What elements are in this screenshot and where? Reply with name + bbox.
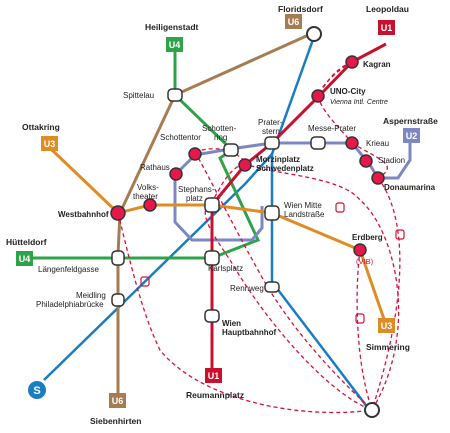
- label-morzin-1: Morzinplatz: [256, 155, 300, 164]
- stop-rathaus[interactable]: [169, 167, 183, 181]
- station-meidling[interactable]: [111, 293, 125, 307]
- u2-line-east: [378, 143, 412, 180]
- stop-kagran[interactable]: [345, 55, 359, 69]
- station-karlsplatz[interactable]: [204, 250, 220, 266]
- label-krieau: Krieau: [366, 139, 389, 148]
- u4-line: [30, 52, 261, 260]
- label-erdberg-sub: (VIB): [356, 257, 374, 266]
- label-schottenring-1: Schotten-: [202, 124, 237, 133]
- svg-text:U3: U3: [381, 321, 393, 331]
- svg-text:U1: U1: [381, 23, 393, 33]
- station-simmering-end[interactable]: [364, 402, 380, 418]
- stop-stadion[interactable]: [359, 154, 373, 168]
- bus-icon: [140, 202, 405, 324]
- badge-u4-top: U4: [166, 37, 183, 52]
- label-rathaus: Rathaus: [140, 163, 170, 172]
- badge-u1-bottom: U1: [205, 368, 222, 383]
- stop-uno-city[interactable]: [311, 89, 325, 103]
- station-spittelau[interactable]: [167, 88, 183, 102]
- label-uno-city-sub: Vienna Intl. Centre: [330, 99, 388, 106]
- label-hbf-1: Wien: [222, 319, 241, 328]
- stop-schottentor[interactable]: [188, 147, 202, 161]
- svg-text:U4: U4: [19, 254, 31, 264]
- badge-u4-left: U4: [16, 251, 33, 266]
- label-ottakring: Ottakring: [22, 122, 60, 132]
- badge-u6-top: U6: [285, 14, 302, 29]
- s-bahn-icon: S: [28, 381, 46, 399]
- u1-line: [210, 42, 387, 370]
- label-laengenfeldgasse: Längenfeldgasse: [38, 265, 99, 274]
- label-uno-city: UNO-City: [330, 87, 366, 96]
- station-rennweg[interactable]: [264, 281, 280, 293]
- stop-krieau[interactable]: [345, 136, 359, 150]
- station-schottenring[interactable]: [223, 143, 239, 157]
- stop-morzinplatz[interactable]: [238, 158, 252, 172]
- svg-text:U3: U3: [44, 139, 56, 149]
- highlighted-stops: [110, 55, 385, 257]
- label-spittelau: Spittelau: [123, 91, 154, 100]
- stop-erdberg[interactable]: [353, 243, 367, 257]
- station-praterstern[interactable]: [264, 136, 280, 150]
- svg-text:U6: U6: [288, 17, 300, 27]
- route-dashed-2: [317, 61, 401, 411]
- badge-u1-top: U1: [378, 20, 395, 35]
- label-rennweg: Rennweg: [230, 284, 264, 293]
- label-simmering: Simmering: [366, 342, 410, 352]
- station-messe[interactable]: [310, 136, 326, 150]
- stop-volkstheater[interactable]: [143, 198, 157, 212]
- label-karlsplatz: Karlsplatz: [208, 264, 243, 273]
- svg-text:U1: U1: [208, 371, 220, 381]
- label-leopoldau: Leopoldau: [366, 4, 409, 14]
- svg-text:U6: U6: [112, 396, 124, 406]
- badge-u2: U2: [403, 128, 420, 143]
- badge-u3-right: U3: [378, 318, 395, 333]
- badge-u6-bottom: U6: [109, 393, 126, 408]
- svg-text:U4: U4: [169, 40, 181, 50]
- label-westbahnhof: Westbahnhof: [58, 210, 109, 219]
- label-stadion: Stadion: [378, 156, 405, 165]
- label-reumannplatz: Reumannplatz: [186, 390, 244, 400]
- label-kagran: Kagran: [363, 60, 391, 69]
- station-hauptbahnhof[interactable]: [204, 309, 220, 323]
- label-donaumarina: Donaumarina: [384, 183, 436, 192]
- label-praterstern-2: stern: [262, 127, 280, 136]
- label-morzin-2: Schwedenplatz: [256, 164, 314, 173]
- station-stephansplatz[interactable]: [204, 197, 220, 213]
- station-wien-mitte[interactable]: [264, 205, 280, 221]
- label-stephansplatz-2: platz: [186, 194, 203, 203]
- label-wien-mitte-1: Wien Mitte: [284, 201, 322, 210]
- station-floridsdorf[interactable]: [306, 26, 322, 42]
- label-meidling-2: Philadelphiabrücke: [36, 300, 104, 309]
- label-heiligenstadt: Heiligenstadt: [145, 22, 199, 32]
- label-schottenring-2: ring: [214, 133, 227, 142]
- label-floridsdorf: Floridsdorf: [278, 4, 323, 14]
- label-volkstheater-2: theater: [133, 192, 158, 201]
- label-hbf-2: Hauptbahnhof: [222, 328, 277, 337]
- label-seestadt: Aspernstraße: [383, 116, 438, 126]
- label-schottentor: Schottentor: [160, 133, 201, 142]
- label-volkstheater-1: Volks-: [137, 183, 159, 192]
- stop-donaumarina[interactable]: [371, 171, 385, 185]
- label-stephansplatz-1: Stephans-: [178, 185, 215, 194]
- label-meidling-1: Meidling: [76, 291, 106, 300]
- svg-text:S: S: [33, 385, 40, 397]
- stop-westbahnhof[interactable]: [110, 205, 126, 221]
- station-laengenfeldgasse[interactable]: [111, 250, 125, 266]
- svg-text:U2: U2: [406, 131, 418, 141]
- label-erdberg: Erdberg: [352, 233, 383, 242]
- label-wien-mitte-2: Landstraße: [284, 210, 325, 219]
- label-praterstern-1: Prater-: [258, 118, 283, 127]
- label-messe: Messe-Prater: [308, 124, 356, 133]
- badge-u3-left: U3: [41, 136, 58, 151]
- label-huetteldorf: Hütteldorf: [6, 237, 47, 247]
- label-siebenhirten: Siebenhirten: [90, 416, 141, 426]
